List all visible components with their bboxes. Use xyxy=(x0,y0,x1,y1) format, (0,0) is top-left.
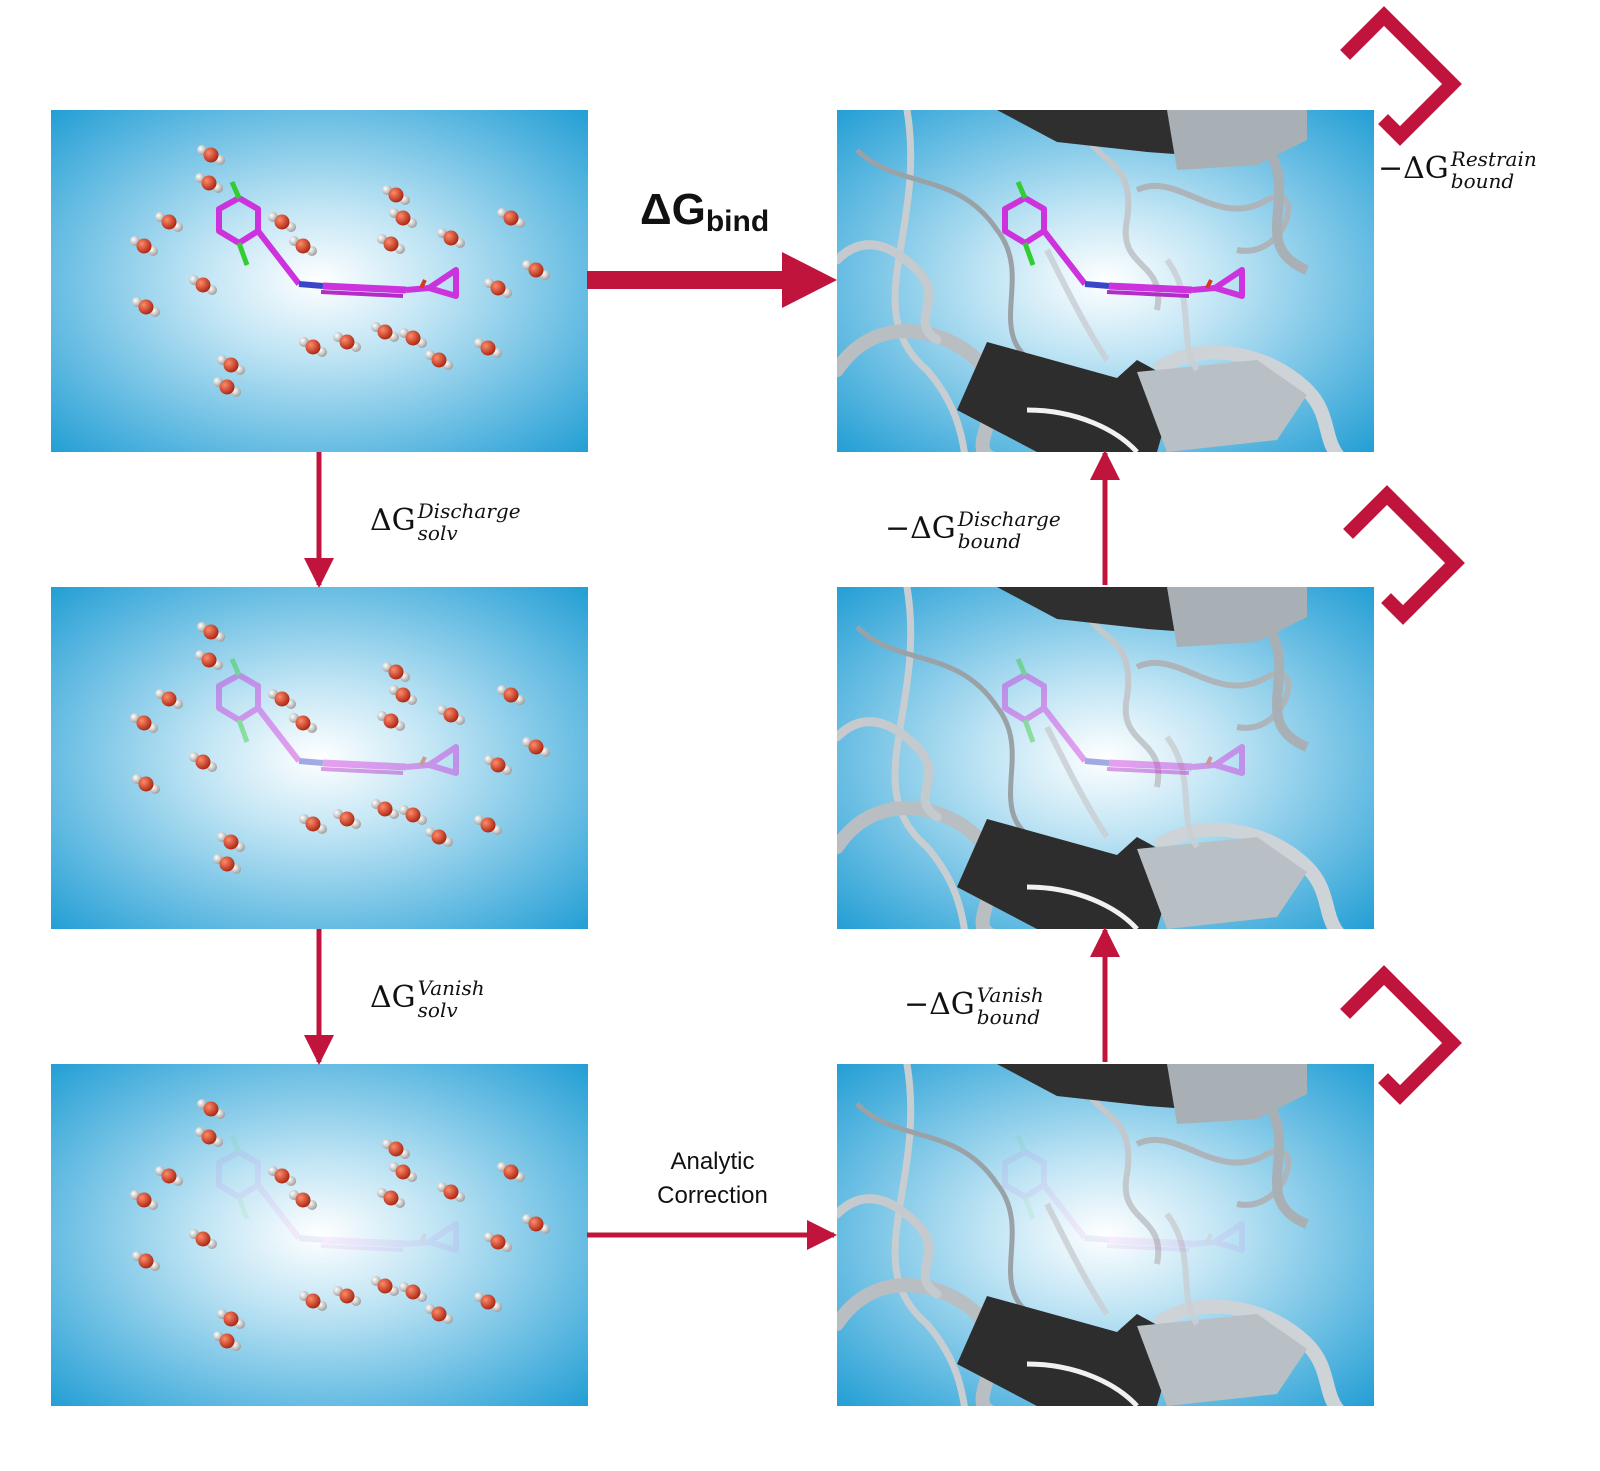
analytic-correction-line2: Correction xyxy=(657,1182,768,1209)
bind-arrow xyxy=(587,252,837,308)
solvated-discharged-panel xyxy=(51,587,588,929)
delta-g-bind-label: ΔG bind xyxy=(640,185,770,238)
bound-vanished-panel xyxy=(837,1064,1374,1471)
analytic-correction-label: Analytic Correction xyxy=(640,1145,785,1213)
analytic-correction-line1: Analytic xyxy=(670,1148,755,1175)
solvated-ligand-panel xyxy=(51,110,588,452)
solvated-vanished-panel xyxy=(51,1064,588,1406)
